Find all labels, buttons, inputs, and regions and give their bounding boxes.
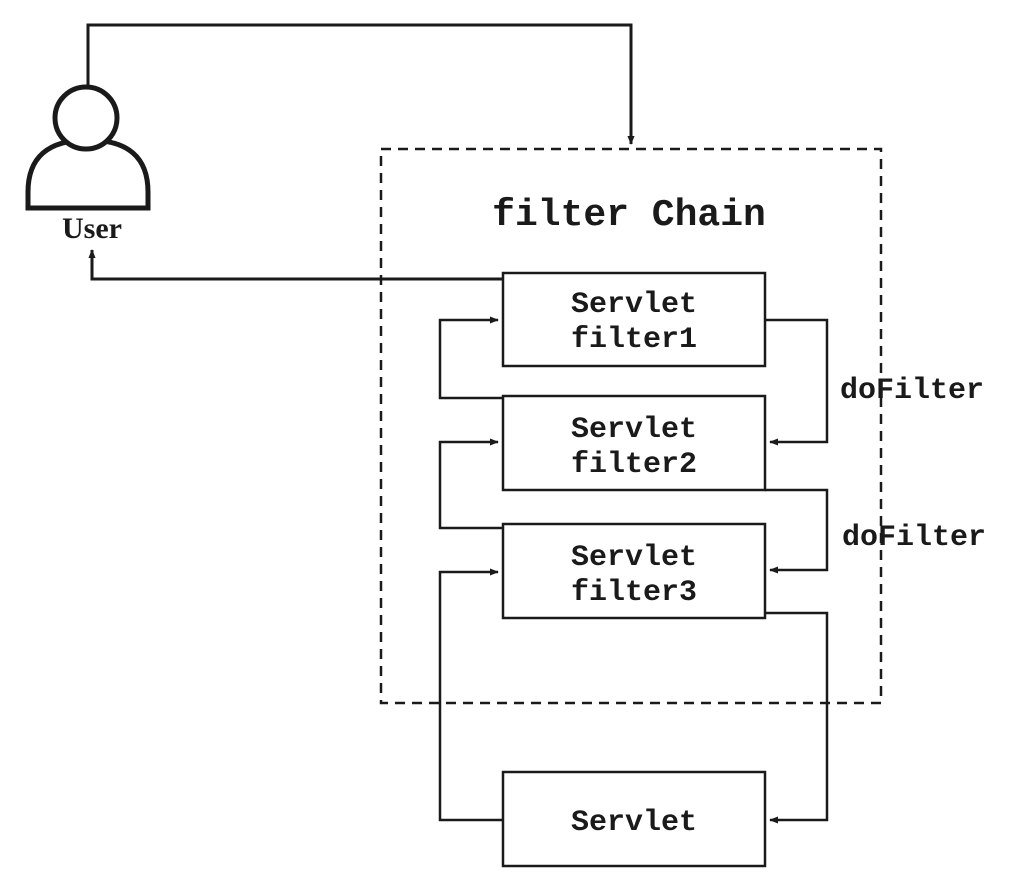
servlet-box: Servlet (501, 770, 767, 868)
dofilter-arrow-2 (765, 488, 829, 574)
user-icon-head (52, 84, 120, 152)
servlet-filter3-box: Servlet filter3 (501, 522, 767, 620)
dofilter-label-1: doFilter (840, 374, 984, 408)
servlet-filter3-line2: filter3 (571, 576, 697, 610)
chain-title: filter Chain (492, 194, 766, 237)
servlet-box-label: Servlet (571, 806, 697, 840)
forward-arrow-servlet (765, 611, 829, 824)
return-arrow-servlet (438, 568, 503, 822)
dofilter-label-2: doFilter (842, 521, 986, 555)
response-arrow (88, 249, 503, 281)
servlet-filter1-box: Servlet filter1 (501, 271, 767, 368)
dofilter-arrow-1 (765, 318, 829, 446)
servlet-filter2-line2: filter2 (571, 448, 697, 482)
return-arrow-1 (438, 316, 503, 400)
request-arrow (86, 23, 635, 145)
servlet-filter3-line1: Servlet (571, 541, 697, 575)
servlet-filter1-line1: Servlet (571, 288, 697, 322)
servlet-filter1-line2: filter1 (571, 323, 697, 357)
user-label: User (62, 212, 122, 245)
servlet-filter2-box: Servlet filter2 (501, 394, 767, 492)
servlet-filter2-line1: Servlet (571, 413, 697, 447)
user-icon (25, 84, 151, 211)
return-arrow-2 (438, 438, 503, 530)
